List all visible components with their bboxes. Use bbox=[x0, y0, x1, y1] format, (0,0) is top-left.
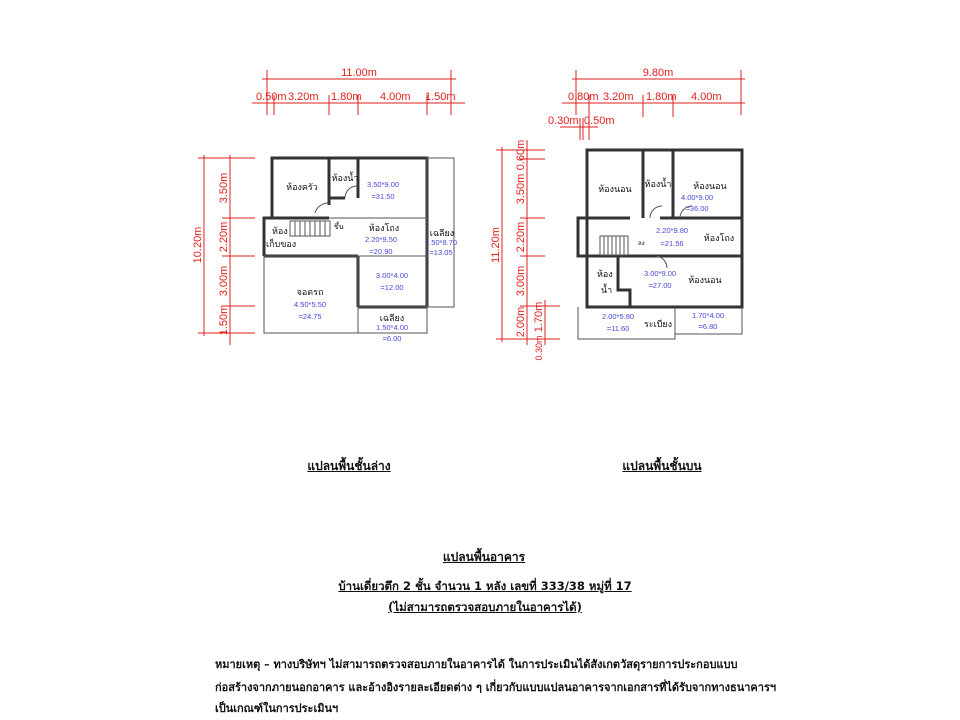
upper-depth-seg: 2.20m bbox=[515, 222, 527, 253]
room-bathroom-small: ห้อง bbox=[597, 269, 613, 280]
area-dim: 2.20*9.80 bbox=[656, 226, 688, 235]
room-hall: ห้องโถง bbox=[704, 233, 734, 244]
area-dim: 2.20*9.50 bbox=[365, 235, 397, 244]
area-value: =12.00 bbox=[380, 283, 403, 292]
room-bathroom-small: น้ำ bbox=[601, 283, 612, 296]
ground-walls bbox=[262, 156, 455, 334]
area-value: =21.56 bbox=[660, 239, 683, 248]
ground-dimensions: 11.00m 0.50m 3.20m 1.80m 4.00m 1.50m 10.… bbox=[192, 67, 465, 345]
upper-sub-seg: 0.30m bbox=[548, 115, 579, 127]
upper-sub-depth: 1.70m bbox=[533, 302, 545, 333]
ground-depth-seg: 3.00m bbox=[218, 266, 230, 297]
area-dim: 1.70*4.00 bbox=[692, 311, 724, 320]
area-dim: 3.00*4.00 bbox=[376, 271, 408, 280]
upper-dimensions: 9.80m 0.80m 3.20m 1.80m 4.00m 0.30m 0.50… bbox=[490, 67, 745, 361]
room-porch-front: เฉลียง bbox=[380, 313, 404, 324]
ground-floor-plan: 11.00m 0.50m 3.20m 1.80m 4.00m 1.50m 10.… bbox=[192, 67, 465, 345]
area-value: =31.50 bbox=[371, 192, 394, 201]
stair-up-label: ขึ้น bbox=[334, 220, 344, 231]
door-swing bbox=[314, 202, 330, 214]
area-value: =24.75 bbox=[298, 312, 321, 321]
area-value: =6.80 bbox=[699, 322, 718, 331]
room-bathroom: ห้องน้ำ bbox=[332, 171, 359, 184]
door-swing bbox=[654, 255, 668, 269]
room-kitchen: ห้องครัว bbox=[286, 182, 318, 193]
ground-width-seg: 4.00m bbox=[380, 91, 411, 103]
area-dim: 2.00*5.80 bbox=[602, 312, 634, 321]
upper-floor-caption: แปลนพื้นชั้นบน bbox=[622, 459, 702, 473]
area-value: =36.00 bbox=[685, 204, 708, 213]
area-value: =20.90 bbox=[369, 247, 392, 256]
area-value: =11.60 bbox=[607, 324, 630, 333]
building-subtitle: บ้านเดี่ยวตึก 2 ชั้น จำนวน 1 หลัง เลขที่… bbox=[338, 579, 632, 593]
door-swing bbox=[649, 205, 663, 219]
remark-line: เป็นเกณฑ์ในการประเมินฯ bbox=[215, 702, 339, 715]
room-bedroom: ห้องนอน bbox=[693, 181, 726, 192]
room-storage: ห้อง bbox=[272, 226, 288, 237]
upper-sub-seg: 0.50m bbox=[584, 115, 615, 127]
stair bbox=[599, 235, 629, 256]
area-value: =13.05 bbox=[429, 248, 452, 257]
ground-width-seg: 0.50m bbox=[256, 91, 287, 103]
door-swing bbox=[679, 205, 693, 219]
room-bathroom: ห้องน้ำ bbox=[645, 177, 672, 190]
upper-depth-seg: 3.50m bbox=[515, 174, 527, 205]
remark-line: หมายเหตุ – ทางบริษัทฯ ไม่สามารถตรวจสอบภา… bbox=[215, 658, 738, 671]
ground-overall-depth: 10.20m bbox=[192, 227, 204, 264]
remark-line: ก่อสร้างจากภายนอกอาคาร และอ้างอิงรายละเอ… bbox=[215, 681, 777, 694]
ground-depth-seg: 2.20m bbox=[218, 222, 230, 253]
area-dim: 4.50*5.50 bbox=[294, 300, 326, 309]
upper-floor-plan: 9.80m 0.80m 3.20m 1.80m 4.00m 0.30m 0.50… bbox=[490, 67, 745, 361]
room-hall: ห้องโถง bbox=[369, 223, 399, 234]
upper-depth-seg: 0.60m bbox=[515, 140, 527, 171]
area-dim: 1.50*4.00 bbox=[376, 323, 408, 332]
room-porch: เฉลียง bbox=[430, 228, 454, 239]
upper-room-labels: ห้องนอน ห้องน้ำ ห้องนอน 4.00*9.00 =36.00… bbox=[597, 177, 734, 333]
door-swing bbox=[344, 185, 358, 199]
upper-width-seg: 4.00m bbox=[691, 91, 722, 103]
upper-walls bbox=[576, 148, 744, 340]
room-bedroom: ห้องนอน bbox=[598, 184, 631, 195]
ground-width-seg: 1.80m bbox=[331, 91, 362, 103]
ground-overall-width: 11.00m bbox=[341, 67, 377, 79]
ground-floor-caption: แปลนพื้นชั้นล่าง bbox=[307, 459, 391, 473]
ground-depth-seg: 3.50m bbox=[218, 173, 230, 204]
upper-depth-seg: 2.00m bbox=[515, 307, 527, 338]
area-dim: 3.00*9.00 bbox=[644, 269, 676, 278]
upper-sub-depth: 0.30m bbox=[534, 335, 544, 360]
ground-depth-seg: 1.50m bbox=[218, 305, 230, 336]
ground-width-seg: 3.20m bbox=[288, 91, 319, 103]
stair bbox=[289, 220, 331, 237]
area-dim: 3.50*9.00 bbox=[367, 180, 399, 189]
area-dim: 1.50*8.70 bbox=[425, 238, 457, 247]
ground-width-seg: 1.50m bbox=[425, 91, 456, 103]
room-bedroom: ห้องนอน bbox=[688, 275, 721, 286]
ground-room-labels: ห้องครัว ห้องน้ำ 3.50*9.00 =31.50 ห้อง เ… bbox=[266, 171, 457, 343]
area-value: =27.00 bbox=[648, 281, 671, 290]
area-value: =6.00 bbox=[383, 334, 402, 343]
upper-width-seg: 3.20m bbox=[603, 91, 634, 103]
inspection-note: (ไม่สามารถตรวจสอบภายในอาคารได้) bbox=[388, 600, 582, 614]
room-carport: จอดรถ bbox=[297, 288, 324, 298]
room-balcony: ระเบียง bbox=[644, 319, 672, 330]
page-title: แปลนพื้นอาคาร bbox=[442, 550, 526, 564]
area-dim: 4.00*9.00 bbox=[681, 193, 713, 202]
upper-width-seg: 0.80m bbox=[568, 91, 599, 103]
room-storage: เก็บของ bbox=[266, 237, 296, 250]
upper-width-seg: 1.80m bbox=[646, 91, 677, 103]
upper-overall-width: 9.80m bbox=[643, 67, 674, 79]
stair-down-label: ลง bbox=[638, 240, 645, 247]
upper-depth-seg: 3.00m bbox=[515, 266, 527, 297]
upper-overall-depth: 11.20m bbox=[490, 227, 502, 263]
